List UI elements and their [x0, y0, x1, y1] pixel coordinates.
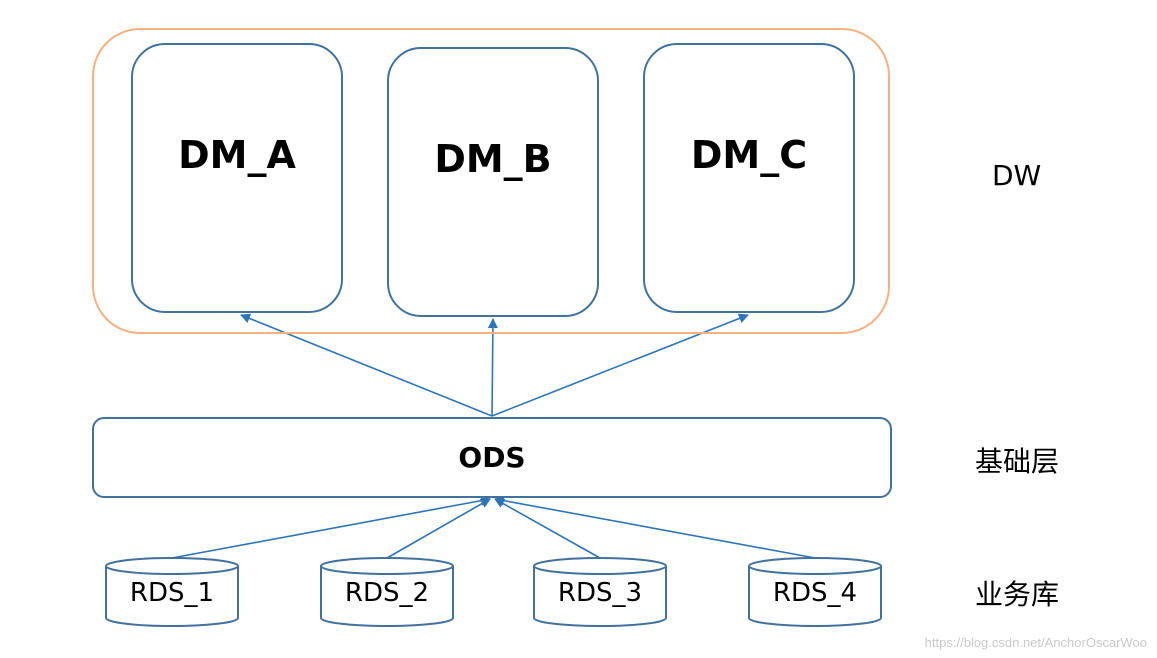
data-mart-a-label: DM_A: [178, 133, 296, 177]
rds-3-label: RDS_3: [557, 578, 643, 608]
data-mart-b-label: DM_B: [434, 137, 552, 181]
arrow-rds3-to-ods: [494, 498, 601, 559]
rds-1-label: RDS_1: [129, 578, 215, 608]
base-layer-label: 基础层: [975, 445, 1060, 478]
arrow-rds1-to-ods: [171, 495, 491, 559]
data-mart-a-box: DM_A: [131, 43, 343, 313]
arrow-rds4-to-ods: [494, 495, 816, 559]
rds-1-cylinder: [105, 557, 239, 627]
arrow-ods-to-dm-a: [240, 313, 493, 417]
ods-label: ODS: [458, 441, 526, 474]
business-db-label: 业务库: [975, 578, 1060, 611]
arrow-ods-to-dm-b: [487, 318, 498, 417]
rds-4-cylinder: [748, 557, 882, 627]
watermark-text: https://blog.csdn.net/AnchorOscarWoo: [924, 635, 1147, 650]
arrow-ods-to-dm-c: [491, 313, 749, 417]
ods-box: ODS: [92, 417, 892, 498]
data-mart-b-box: DM_B: [387, 47, 599, 317]
data-mart-c-label: DM_C: [690, 133, 808, 177]
rds-4-label: RDS_4: [772, 578, 858, 608]
rds-2-label: RDS_2: [344, 578, 430, 608]
dw-layer-label: DW: [992, 159, 1042, 192]
data-mart-c-box: DM_C: [643, 43, 855, 313]
rds-3-cylinder: [533, 557, 667, 627]
arrow-rds2-to-ods: [386, 498, 491, 559]
rds-2-cylinder: [320, 557, 454, 627]
dw-container: [92, 28, 890, 334]
